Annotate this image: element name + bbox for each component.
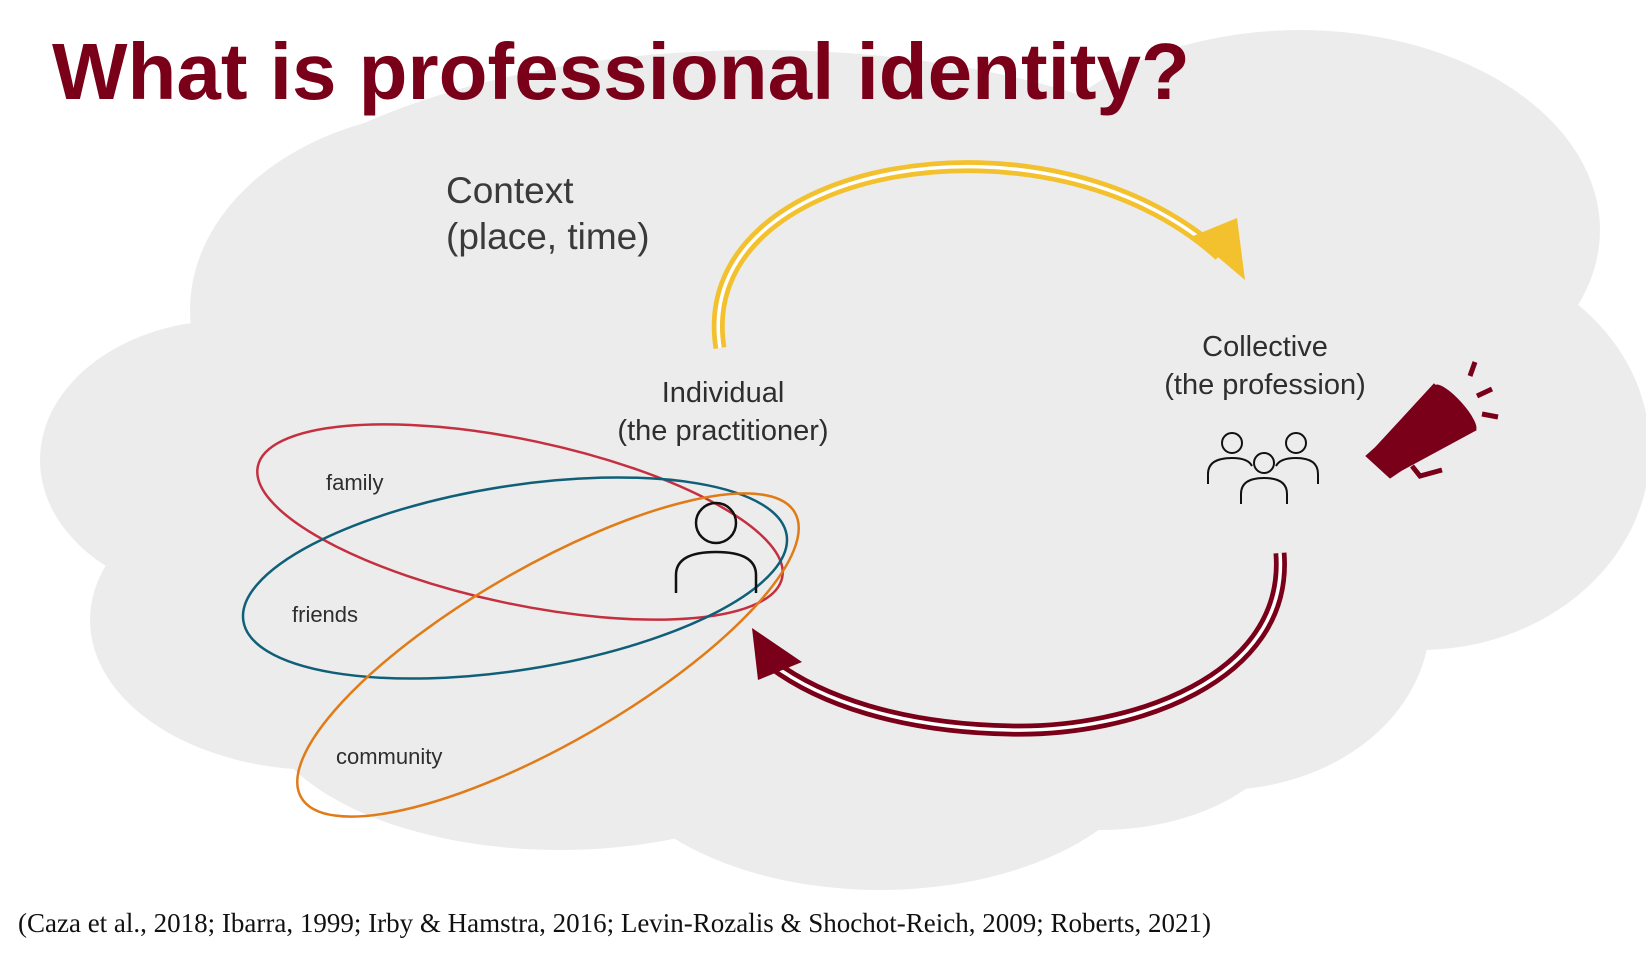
individual-line-2: (the practitioner) [617,415,829,447]
people-group-icon [1207,432,1319,504]
individual-line-1: Individual [661,377,785,409]
person-icon [674,501,758,593]
community-ellipse [296,492,800,818]
collective-line-1: Collective [1202,331,1328,363]
citation: (Caza et al., 2018; Ibarra, 1999; Irby &… [18,908,1211,938]
context-cloud [40,30,1646,890]
context-line-1: Context [446,170,574,211]
friends-label: friends [292,602,359,627]
context-label: Context (place, time) [446,168,650,260]
social-circles [241,423,800,818]
community-label: community [336,744,443,769]
family-ellipse [256,423,784,621]
collective-label: Collective (the profession) [1150,328,1380,404]
individual-to-collective-arrow [711,160,1245,350]
collective-line-2: (the profession) [1164,369,1366,401]
megaphone-icon [1365,361,1499,479]
family-label: family [326,470,384,495]
collective-to-individual-arrow [752,552,1287,737]
individual-label: Individual (the practitioner) [608,374,838,450]
slide-title: What is professional identity? [52,27,1190,116]
context-line-2: (place, time) [446,216,650,257]
friends-ellipse [241,476,789,680]
